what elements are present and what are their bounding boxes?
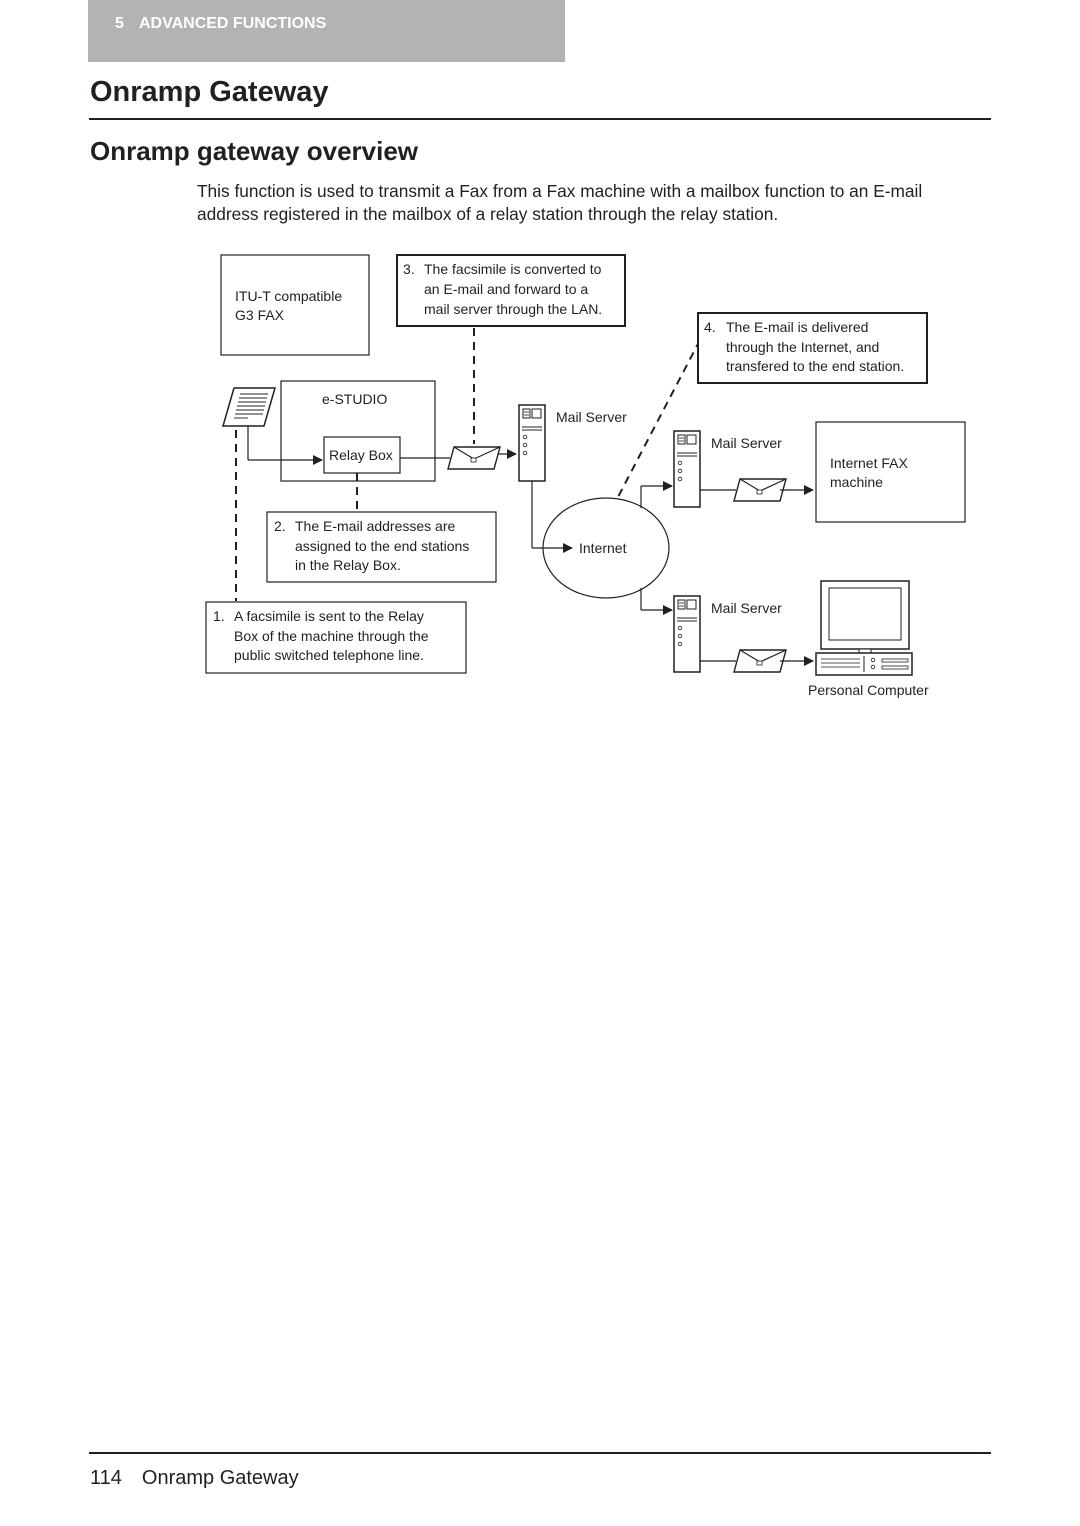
internet-fax-box: Internet FAX machine <box>815 421 966 523</box>
step1-number: 1. <box>213 608 225 624</box>
step3-callout: 3. The facsimile is converted to an E-ma… <box>396 254 626 327</box>
internet-fax-label-line: machine <box>830 474 883 490</box>
footer-title: Onramp Gateway <box>141 1467 299 1489</box>
page-title: Onramp Gateway <box>90 76 329 108</box>
step2-line: assigned to the end stations <box>295 538 469 554</box>
step4-line: The E-mail is delivered <box>726 319 868 335</box>
step1-line: Box of the machine through the <box>234 628 429 644</box>
intro-paragraph: This function is used to transmit a Fax … <box>197 180 997 226</box>
g3-fax-label-line: G3 FAX <box>235 307 285 323</box>
onramp-gateway-diagram: ITU-T compatible G3 FAX e-STUDIO Relay B… <box>205 254 966 698</box>
personal-computer-icon <box>815 580 913 676</box>
step4-line: transfered to the end station. <box>726 358 904 374</box>
step2-callout: 2. The E-mail addresses are assigned to … <box>266 511 497 583</box>
step2-number: 2. <box>274 518 286 534</box>
mail-server-label: Mail Server <box>556 409 627 425</box>
step3-line: mail server through the LAN. <box>424 301 602 317</box>
estudio-box: e-STUDIO Relay Box <box>280 380 436 482</box>
envelope-icon <box>733 649 787 673</box>
step4-line: through the Internet, and <box>726 339 879 355</box>
envelope-icon <box>733 478 787 502</box>
title-divider <box>89 118 991 120</box>
chapter-tab: 5 ADVANCED FUNCTIONS <box>88 0 565 62</box>
step4-number: 4. <box>704 319 716 335</box>
mail-server-icon <box>673 595 701 673</box>
step3-line: The facsimile is converted to <box>424 261 602 277</box>
fax-document-icon <box>222 387 276 427</box>
g3-fax-label-line: ITU-T compatible <box>235 288 342 304</box>
internet-fax-label-line: Internet FAX <box>830 455 908 471</box>
mail-server-label: Mail Server <box>711 435 782 451</box>
step1-callout: 1. A facsimile is sent to the Relay Box … <box>205 601 467 674</box>
step1-line: public switched telephone line. <box>234 647 424 663</box>
mail-server-label: Mail Server <box>711 600 782 616</box>
mail-server-icon <box>673 430 701 508</box>
g3-fax-box: ITU-T compatible G3 FAX <box>220 254 370 356</box>
envelope-icon <box>447 446 501 470</box>
chapter-number: 5 <box>115 15 124 32</box>
intro-line: This function is used to transmit a Fax … <box>197 181 923 201</box>
page-number: 114 <box>90 1467 122 1489</box>
chapter-title: ADVANCED FUNCTIONS <box>139 15 327 32</box>
step3-number: 3. <box>403 261 415 277</box>
step4-callout: 4. The E-mail is delivered through the I… <box>697 312 928 384</box>
estudio-label: e-STUDIO <box>322 391 387 407</box>
intro-line: address registered in the mailbox of a r… <box>197 204 779 224</box>
section-title: Onramp gateway overview <box>90 136 419 166</box>
step3-line: an E-mail and forward to a <box>424 281 588 297</box>
relay-box-label: Relay Box <box>329 447 393 463</box>
personal-computer-label: Personal Computer <box>808 682 929 698</box>
step1-line: A facsimile is sent to the Relay <box>234 608 424 624</box>
mail-server-icon <box>518 404 546 482</box>
step2-line: The E-mail addresses are <box>295 518 456 534</box>
relay-box <box>323 436 401 474</box>
footer-divider <box>89 1452 991 1454</box>
internet-label: Internet <box>579 540 627 556</box>
step2-line: in the Relay Box. <box>295 557 401 573</box>
page-footer: 114 Onramp Gateway <box>90 1467 299 1490</box>
